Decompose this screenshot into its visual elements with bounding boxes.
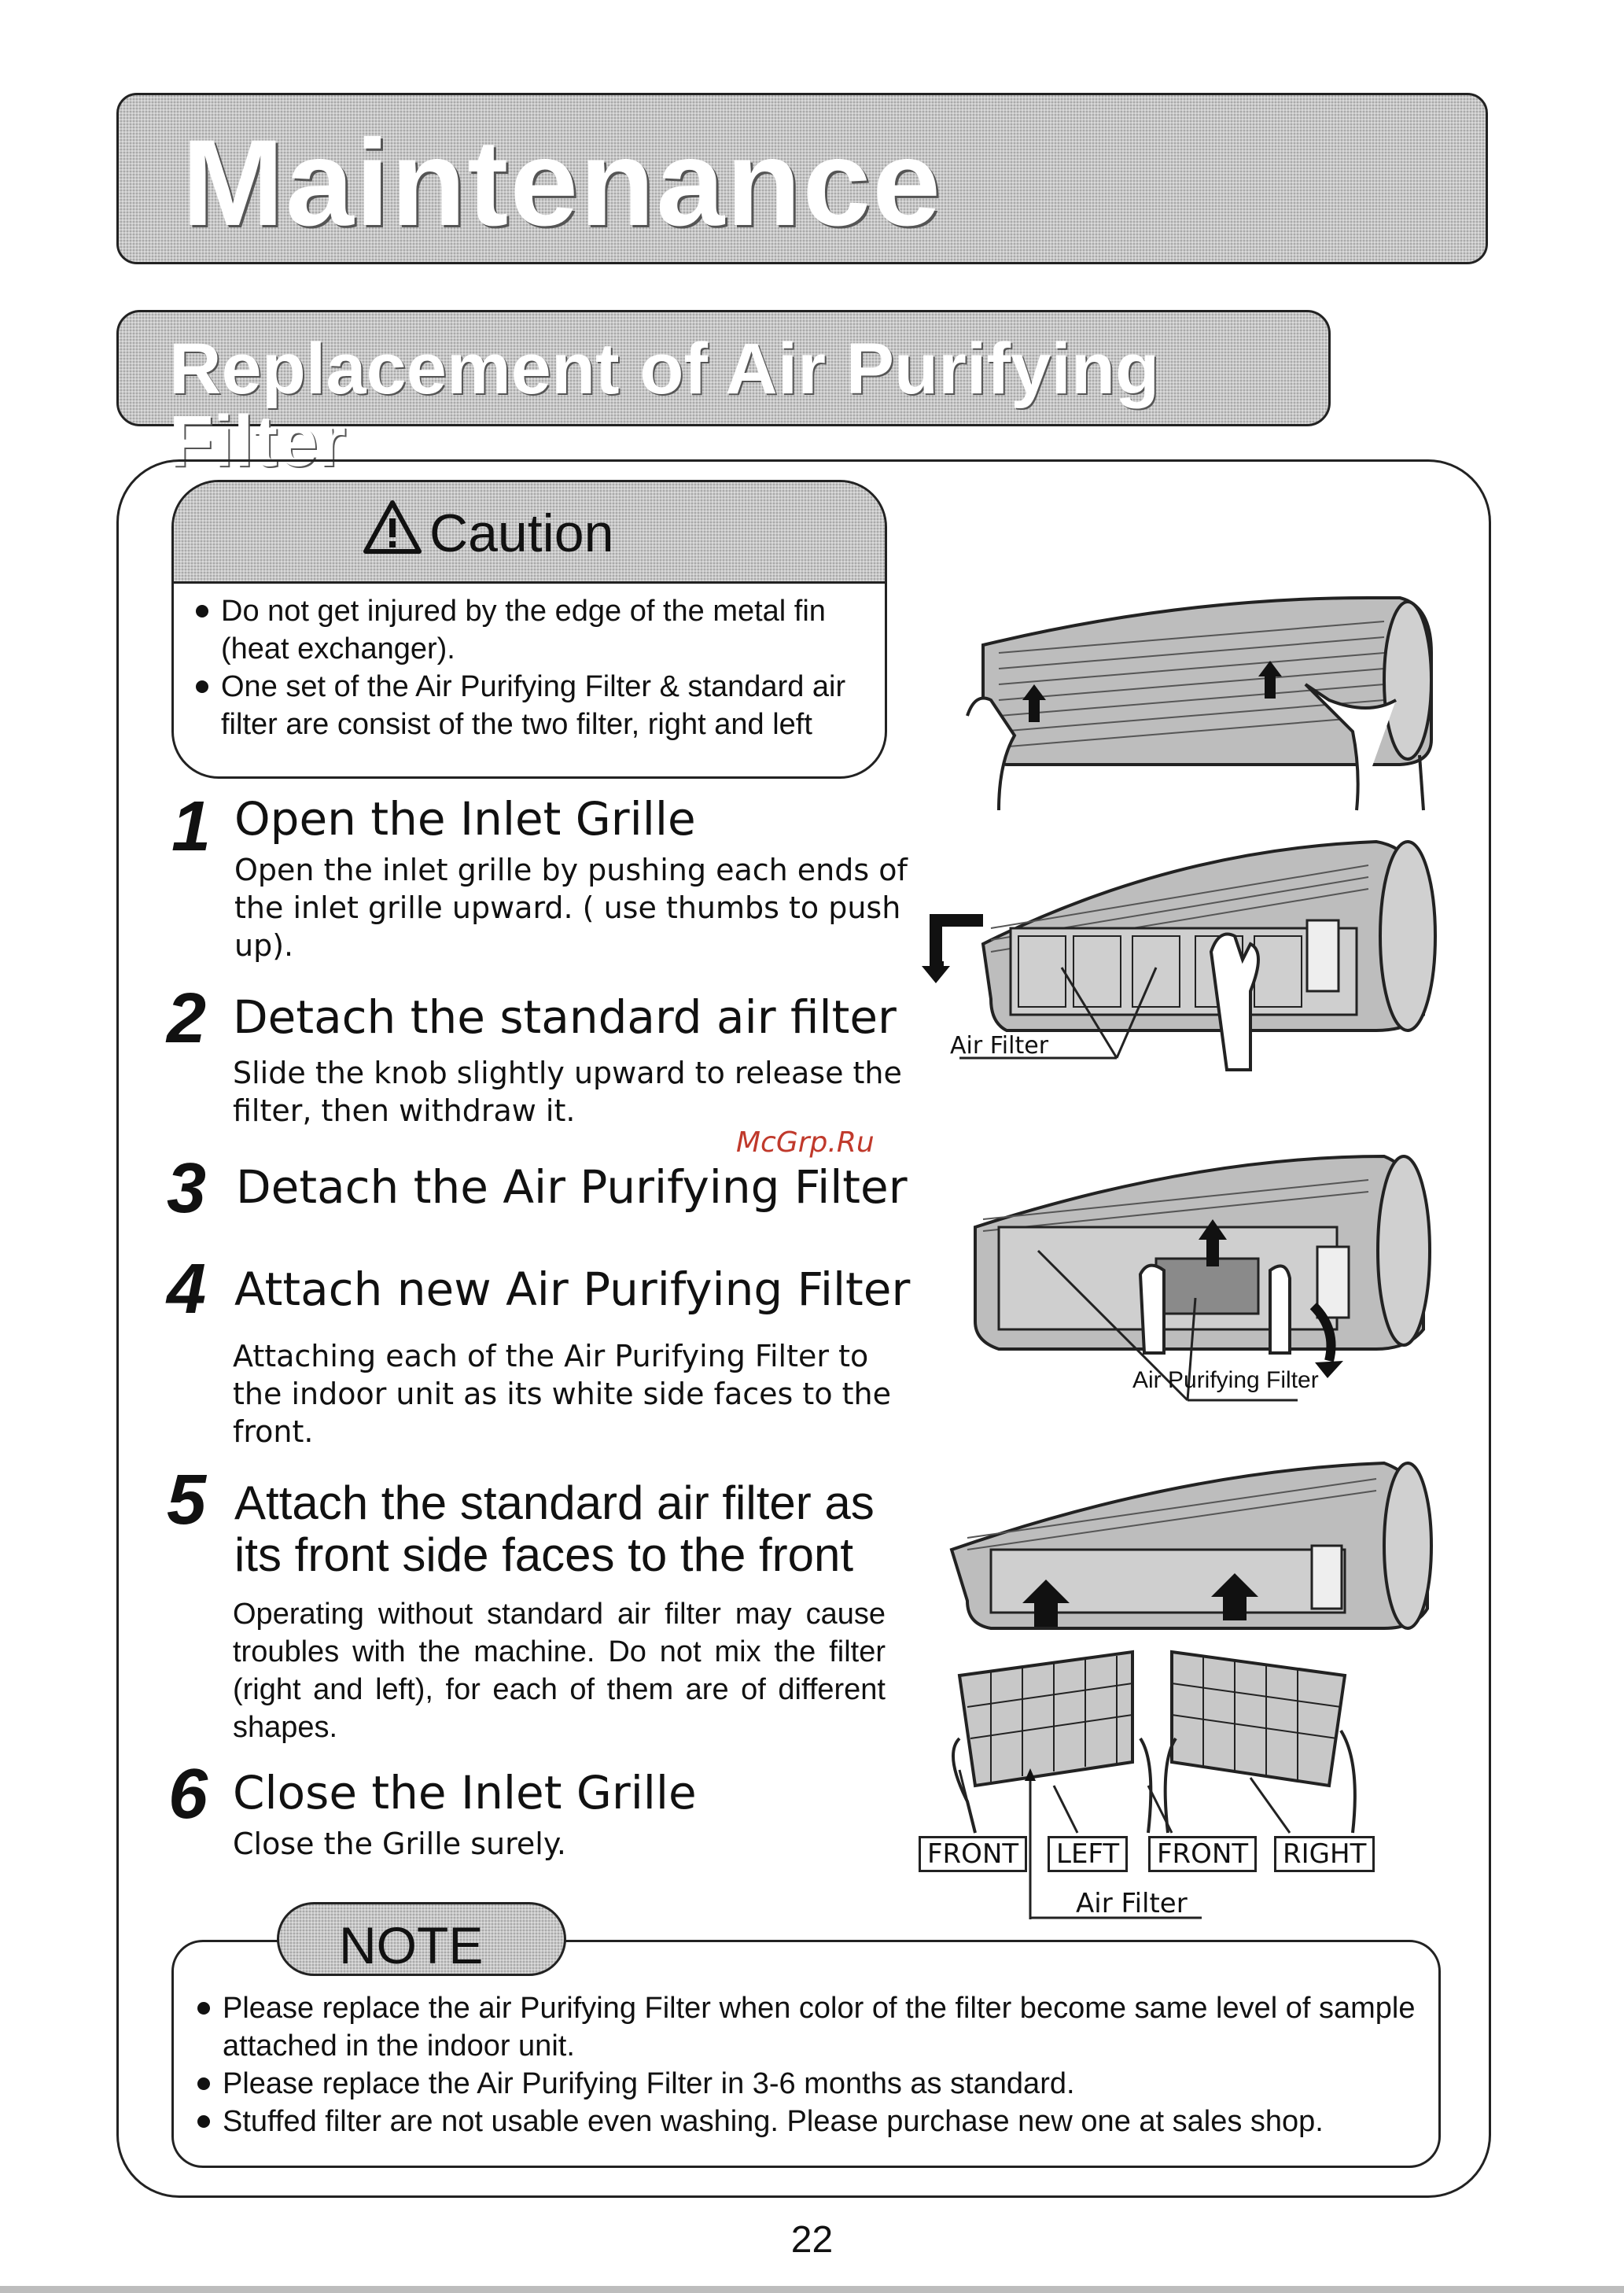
page-title: Maintenance [182,115,942,252]
illustration-filters-pair [952,1650,1357,1834]
section-banner: Replacement of Air Purifying Filter [116,310,1331,477]
maintenance-banner: Maintenance [116,93,1488,264]
step-3-number: 3 [167,1149,207,1228]
step-2-number: 2 [167,979,207,1058]
step-4-number: 4 [167,1250,207,1329]
caution-title: Caution [429,503,614,563]
step-6-title: Close the Inlet Grille [233,1766,697,1819]
page-bottom-edge [0,2286,1624,2293]
caution-item: One set of the Air Purifying Filter & st… [191,668,875,743]
note-title: NOTE [339,1916,484,1974]
watermark: McGrp.Ru [736,1126,875,1159]
label-front-right: FRONT [1148,1836,1258,1872]
step-3-title: Detach the Air Purifying Filter [236,1160,908,1214]
step-4-title: Attach new Air Purifying Filter [234,1263,911,1316]
step-2-title: Detach the standard air filter [233,990,897,1044]
step-1-desc: Open the inlet grille by pushing each en… [234,853,908,963]
step-5-number: 5 [167,1461,207,1539]
caution-box: Caution Do not get injured by the edge o… [171,480,887,779]
step-6-number: 6 [168,1755,208,1834]
illustration-attach-filter [949,1461,1433,1630]
page-number: 22 [790,2219,834,2261]
illustration-detach-filter [922,839,1437,1071]
filter-label-leaders [958,1768,1291,1919]
illustration-purifying-filter [974,1154,1431,1402]
label-right: RIGHT [1274,1836,1375,1872]
label-air-filter-2: Air Filter [1076,1888,1188,1919]
step-5-title: Attach the standard air filter as its fr… [234,1476,875,1581]
step-6-desc: Close the Grille surely. [233,1827,566,1861]
note-item: Stuffed filter are not usable even washi… [193,2103,1420,2140]
step-1-title: Open the Inlet Grille [234,792,696,846]
step-2-desc: Slide the knob slightly upward to releas… [233,1056,902,1128]
note-item: Please replace the air Purifying Filter … [193,1989,1420,2065]
note-item: Please replace the Air Purifying Filter … [193,2065,1420,2103]
step-5-desc: Operating without standard air filter ma… [233,1598,886,1744]
label-front-left: FRONT [919,1836,1028,1872]
label-left: LEFT [1048,1836,1129,1872]
label-air-filter: Air Filter [950,1032,1049,1060]
note-badge: NOTE [277,1902,566,1976]
caution-item: Do not get injured by the edge of the me… [191,592,875,668]
caution-header: Caution [174,482,885,584]
step-4-desc: Attaching each of the Air Purifying Filt… [233,1339,892,1449]
content-frame [116,459,1491,2198]
step-1-number: 1 [171,787,212,866]
warning-triangle-icon [363,500,422,554]
section-title: Replacement of Air Purifying Filter [169,329,1160,481]
label-air-purifying-filter: Air Purifying Filter [1132,1367,1319,1393]
illustration-open-grille [966,596,1433,811]
note-box: Please replace the air Purifying Filter … [171,1940,1441,2168]
